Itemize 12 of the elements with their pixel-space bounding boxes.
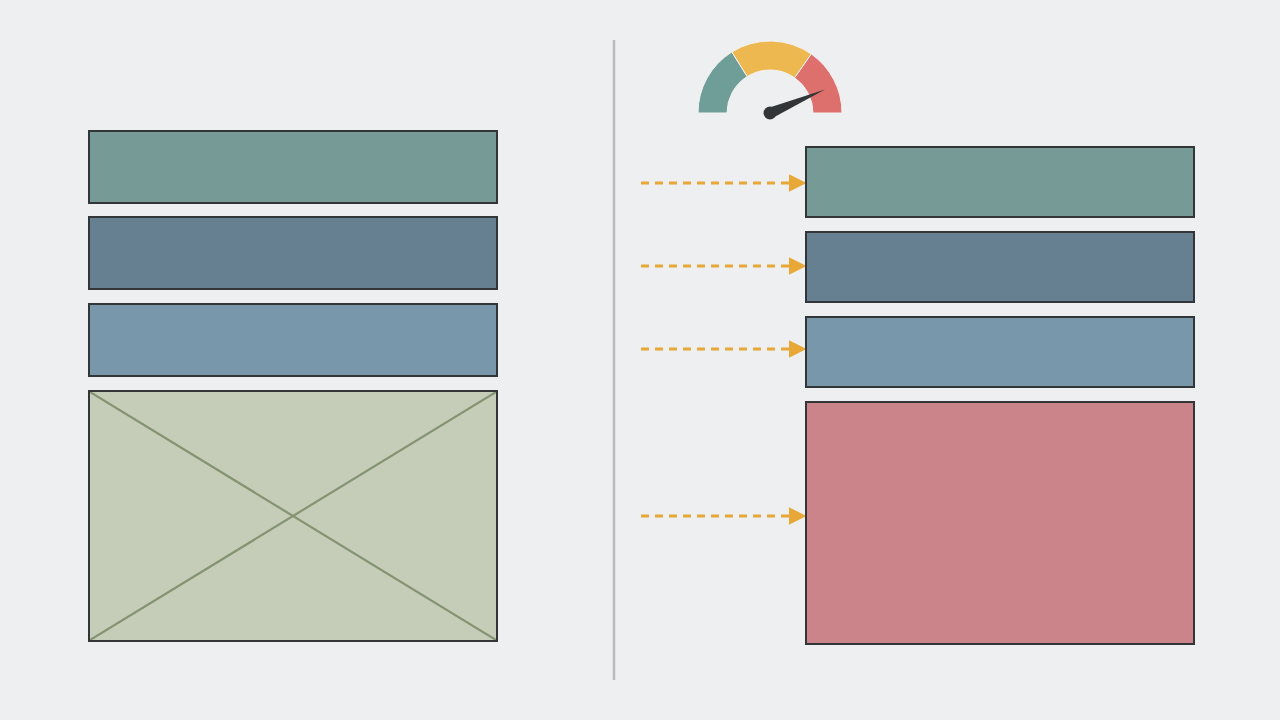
color-block (805, 231, 1195, 303)
dashed-arrow (641, 340, 807, 358)
color-block (88, 130, 498, 204)
color-block (805, 316, 1195, 388)
dashed-arrow (641, 507, 807, 525)
color-block (88, 303, 498, 377)
color-block (88, 216, 498, 290)
dashed-arrow (641, 257, 807, 275)
color-block (805, 401, 1195, 645)
image-placeholder (88, 390, 498, 642)
dashed-arrow (641, 174, 807, 192)
color-block (805, 146, 1195, 218)
